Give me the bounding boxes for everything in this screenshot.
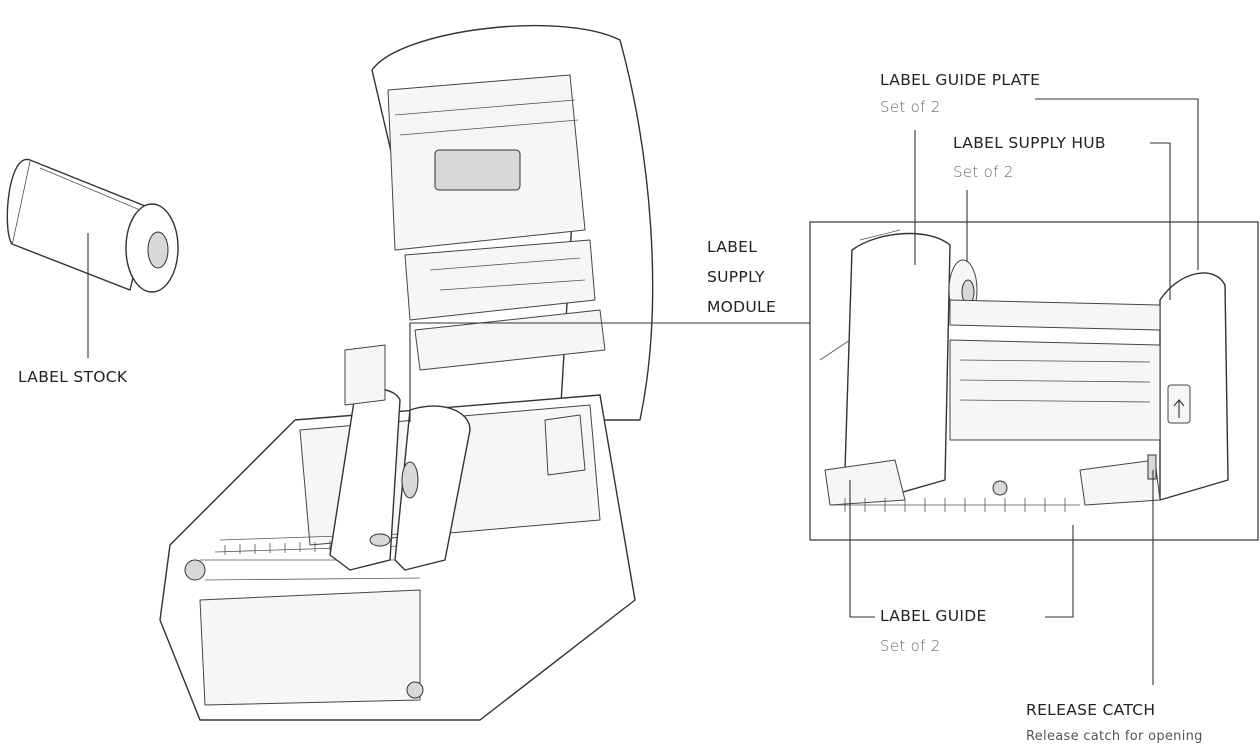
label-guide-label: LABEL GUIDE [880, 607, 987, 625]
label-guide-subtext: Set of 2 [880, 637, 941, 655]
label-supply-module-line-3: MODULE [707, 298, 777, 316]
inset-teeth [830, 498, 1080, 512]
release-catch-label: RELEASE CATCH [1026, 701, 1156, 719]
label-supply-module-line-2: SUPPLY [707, 268, 765, 286]
label-supply-module-line-1: LABEL [707, 238, 758, 256]
label-guide-plate-subtext: Set of 2 [880, 98, 941, 116]
release-catch-subtext: Release catch for opening [1026, 729, 1203, 744]
label-guide-plate-label: LABEL GUIDE PLATE [880, 71, 1041, 89]
label-supply-hub-subtext: Set of 2 [953, 163, 1014, 181]
label-stock-label: LABEL STOCK [18, 368, 128, 386]
leader-lines [87, 98, 1199, 685]
label-stock-roll [6, 159, 179, 293]
detail-inset [809, 221, 1259, 541]
label-supply-hub-label: LABEL SUPPLY HUB [953, 134, 1106, 152]
printer-body [159, 24, 654, 721]
